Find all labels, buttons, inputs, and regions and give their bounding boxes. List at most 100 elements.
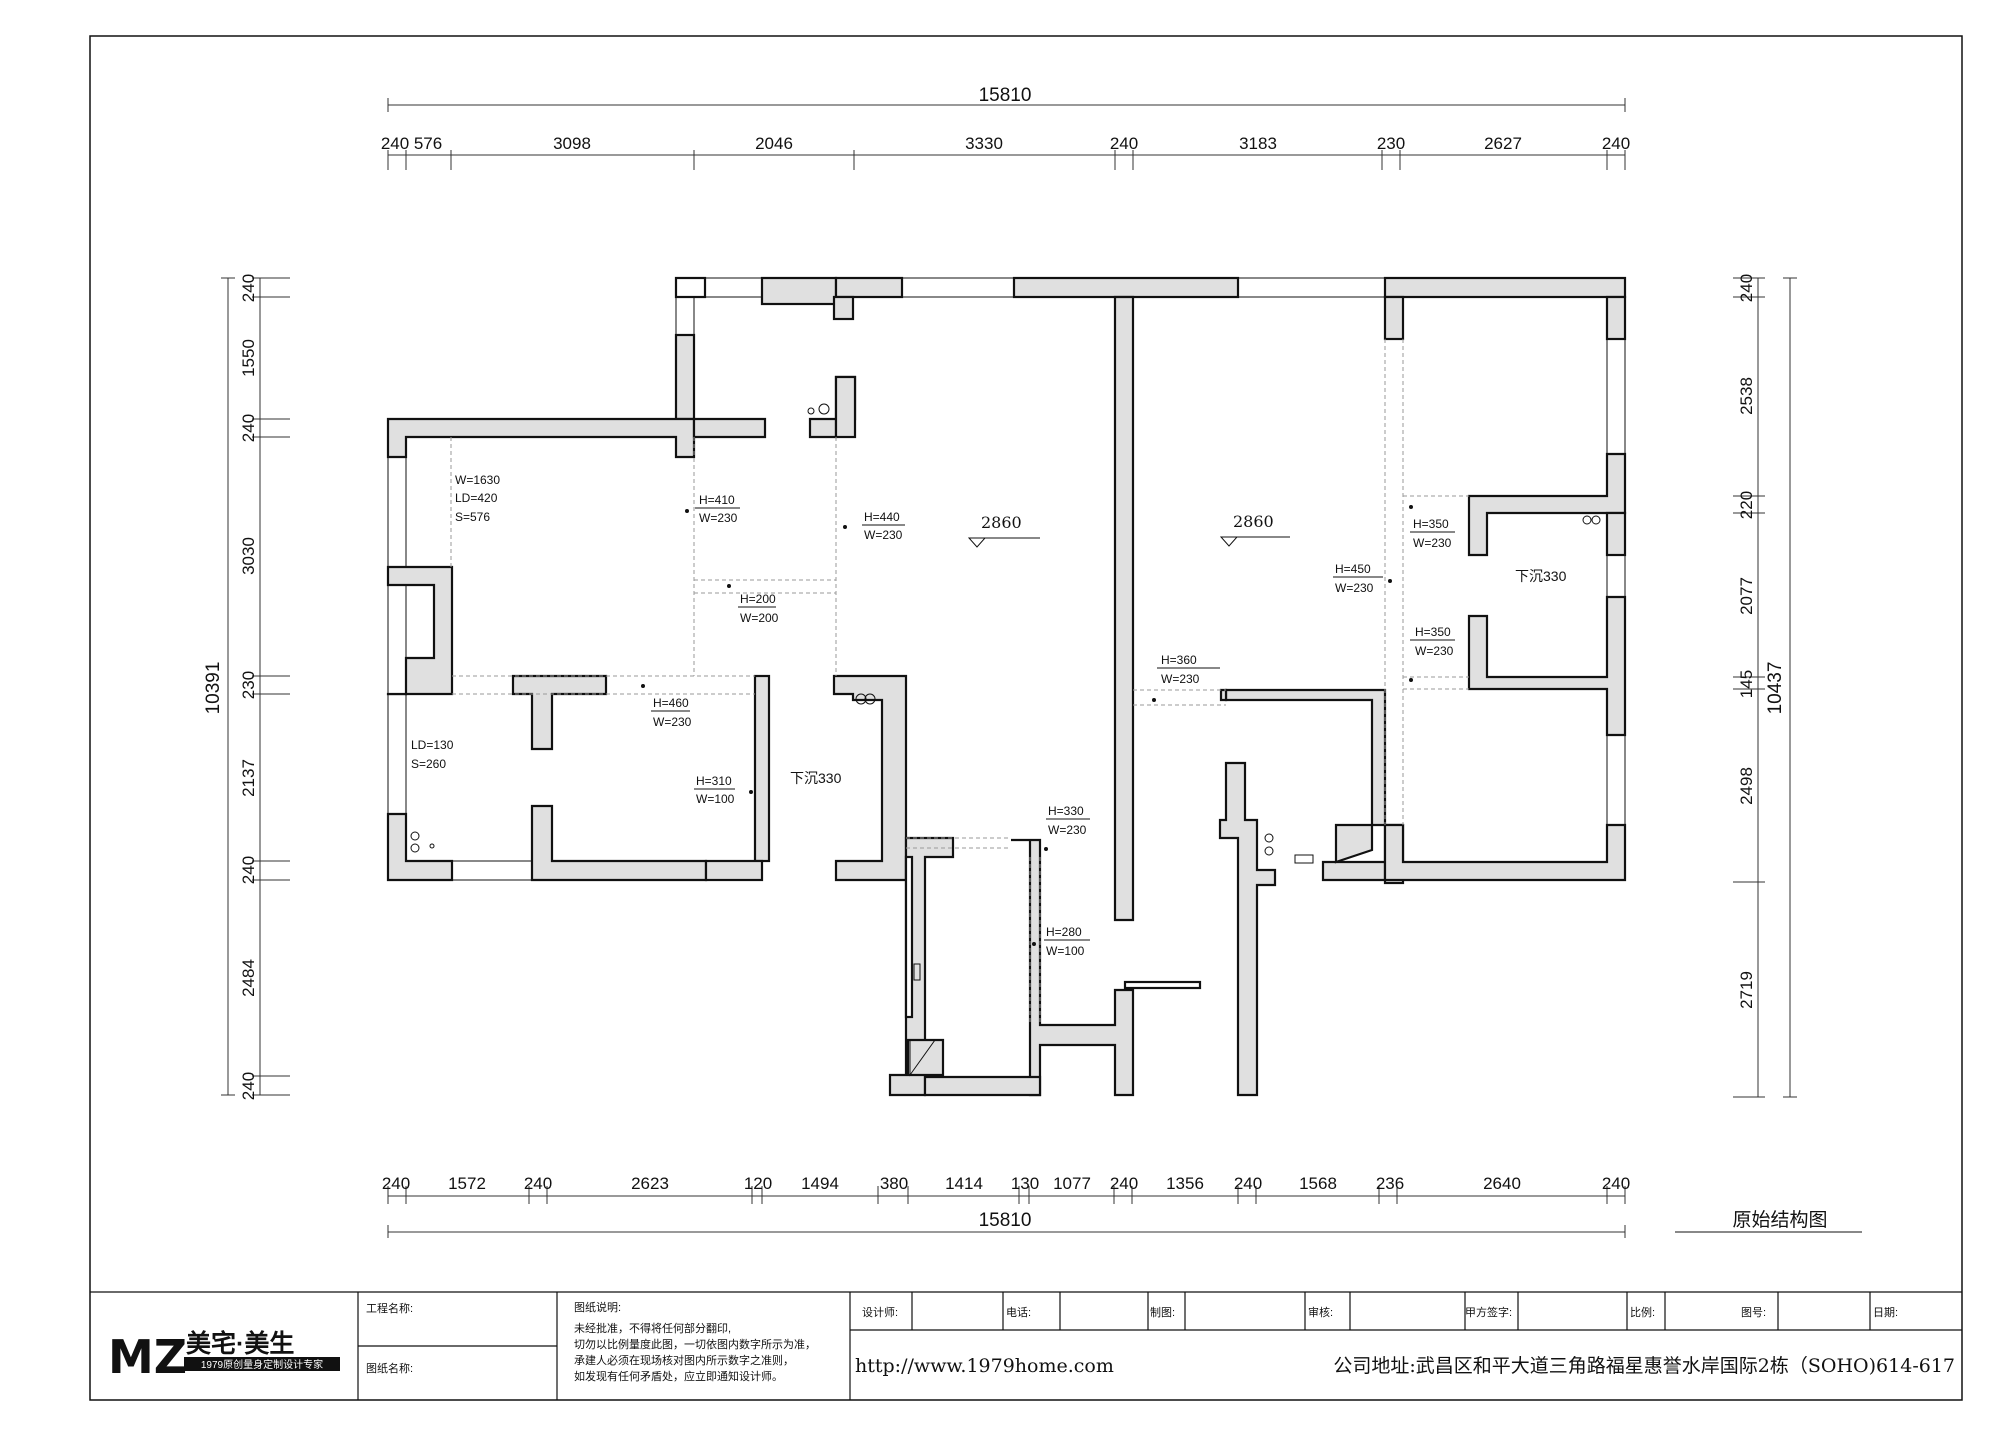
beam-7-w: W=100 <box>1046 944 1085 958</box>
beam-8-w: W=230 <box>1161 672 1200 686</box>
right-dim-1: 240 <box>1737 274 1756 302</box>
notes-title: 图纸说明: <box>574 1300 621 1314</box>
beam-6-w: W=230 <box>1048 823 1087 837</box>
project-name-label: 工程名称: <box>366 1301 413 1315</box>
beam-10-h: H=350 <box>1413 517 1449 531</box>
beam-11-w: W=230 <box>1415 644 1454 658</box>
window-note-a-3: S=576 <box>455 510 490 524</box>
field-draftsman: 制图: <box>1150 1306 1175 1319</box>
logo-mark: MZ <box>108 1330 187 1384</box>
left-dim-3: 240 <box>239 414 258 442</box>
bottom-dim-15: 236 <box>1376 1174 1404 1193</box>
beam-2-h: H=440 <box>864 510 900 524</box>
bottom-dim-2: 1572 <box>448 1174 486 1193</box>
beam-4-h: H=460 <box>653 696 689 710</box>
beam-11-h: H=350 <box>1415 625 1451 639</box>
ceiling-elevation-2: 2860 <box>1233 512 1274 531</box>
fixtures <box>411 404 1600 1075</box>
beam-6-h: H=330 <box>1048 804 1084 818</box>
top-dimension-chain: 15810 240 576 3098 2046 3330 240 3183 23… <box>381 85 1630 170</box>
bottom-dim-17: 240 <box>1602 1174 1630 1193</box>
bottom-dim-1: 240 <box>382 1174 410 1193</box>
right-dim-6: 2498 <box>1737 767 1756 805</box>
top-dim-6: 240 <box>1110 134 1138 153</box>
right-dim-7: 2719 <box>1737 971 1756 1009</box>
bottom-dim-6: 1494 <box>801 1174 839 1193</box>
bottom-dim-5: 120 <box>744 1174 772 1193</box>
logo-name: 美宅·美生 <box>186 1329 294 1358</box>
beam-4-w: W=230 <box>653 715 692 729</box>
bottom-dim-13: 240 <box>1234 1174 1262 1193</box>
floor-plan-walls <box>388 278 1625 1095</box>
window-note-a-1: W=1630 <box>455 473 500 487</box>
beam-3-w: W=200 <box>740 611 779 625</box>
bottom-dim-11: 240 <box>1110 1174 1138 1193</box>
bottom-dim-14: 1568 <box>1299 1174 1337 1193</box>
bottom-total-dimension: 15810 <box>979 1210 1032 1231</box>
field-client-signature: 甲方签字: <box>1465 1305 1512 1319</box>
bottom-dim-7: 380 <box>880 1174 908 1193</box>
window-note-a-2: LD=420 <box>455 491 498 505</box>
top-dim-8: 230 <box>1377 134 1405 153</box>
beam-3-h: H=200 <box>740 592 776 606</box>
beam-5-h: H=310 <box>696 774 732 788</box>
right-dim-5: 145 <box>1737 670 1756 698</box>
field-date: 日期: <box>1873 1306 1898 1319</box>
left-total-dimension: 10391 <box>203 662 224 715</box>
top-dim-2: 576 <box>414 134 442 153</box>
right-dim-4: 2077 <box>1737 577 1756 615</box>
note-line-1: 未经批准，不得将任何部分翻印, <box>574 1321 731 1335</box>
window-note-b-2: S=260 <box>411 757 446 771</box>
bottom-dim-3: 240 <box>524 1174 552 1193</box>
left-dim-4: 3030 <box>239 537 258 575</box>
company-address: 公司地址:武昌区和平大道三角路福星惠誉水岸国际2栋（SOHO)614-617 <box>1333 1355 1955 1377</box>
left-dim-9: 240 <box>239 1072 258 1100</box>
beam-1-w: W=230 <box>699 511 738 525</box>
right-dim-2: 2538 <box>1737 377 1756 415</box>
title-block: MZ 美宅·美生 1979原创量身定制设计专家 工程名称: 图纸名称: 图纸说明… <box>90 1292 1962 1400</box>
ceiling-elevation-1: 2860 <box>981 513 1022 532</box>
beam-8-h: H=360 <box>1161 653 1197 667</box>
left-dim-2: 1550 <box>239 339 258 377</box>
bottom-dim-16: 2640 <box>1483 1174 1521 1193</box>
bottom-dimension-chain: 240 1572 240 2623 120 1494 380 1414 130 … <box>382 1174 1630 1238</box>
drawing-frame <box>90 36 1962 1400</box>
left-dim-5: 230 <box>239 671 258 699</box>
annotations: W=1630 LD=420 S=576 LD=130 S=260 H=410 W… <box>411 473 1567 958</box>
bottom-dim-9: 130 <box>1011 1174 1039 1193</box>
beam-5-w: W=100 <box>696 792 735 806</box>
top-dim-10: 240 <box>1602 134 1630 153</box>
top-dim-1: 240 <box>381 134 409 153</box>
field-designer: 设计师: <box>862 1306 898 1319</box>
beam-7-h: H=280 <box>1046 925 1082 939</box>
beam-2-w: W=230 <box>864 528 903 542</box>
top-total-dimension: 15810 <box>979 85 1032 106</box>
right-total-dimension: 10437 <box>1765 662 1786 715</box>
beam-9-h: H=450 <box>1335 562 1371 576</box>
top-dim-4: 2046 <box>755 134 793 153</box>
bottom-dim-10: 1077 <box>1053 1174 1091 1193</box>
drawing-title: 原始结构图 <box>1732 1209 1827 1231</box>
note-line-4: 如发现有任何矛盾处，应立即通知设计师。 <box>574 1369 783 1383</box>
left-dim-6: 2137 <box>239 759 258 797</box>
left-dim-8: 2484 <box>239 959 258 997</box>
company-website: http://www.1979home.com <box>855 1355 1114 1377</box>
drawing-name-label: 图纸名称: <box>366 1361 413 1375</box>
field-scale: 比例: <box>1630 1305 1655 1319</box>
note-line-2: 切勿以比例量度此图，一切依图内数字所示为准， <box>574 1337 816 1351</box>
right-dim-3: 220 <box>1737 491 1756 519</box>
logo-slogan: 1979原创量身定制设计专家 <box>201 1358 323 1371</box>
left-dimension-chain: 10391 240 1550 240 3030 230 2137 240 248… <box>203 274 290 1100</box>
top-dim-7: 3183 <box>1239 134 1277 153</box>
top-dim-5: 3330 <box>965 134 1003 153</box>
sunken-area-2: 下沉330 <box>1515 568 1567 584</box>
field-phone: 电话: <box>1006 1306 1031 1319</box>
bottom-dim-12: 1356 <box>1166 1174 1204 1193</box>
note-line-3: 承建人必须在现场核对图内所示数字之准则， <box>574 1353 794 1367</box>
right-dimension-chain: 240 2538 220 2077 145 2498 2719 10437 <box>1733 274 1797 1097</box>
sunken-area-1: 下沉330 <box>790 770 842 786</box>
beam-9-w: W=230 <box>1335 581 1374 595</box>
beam-10-w: W=230 <box>1413 536 1452 550</box>
top-dim-9: 2627 <box>1484 134 1522 153</box>
